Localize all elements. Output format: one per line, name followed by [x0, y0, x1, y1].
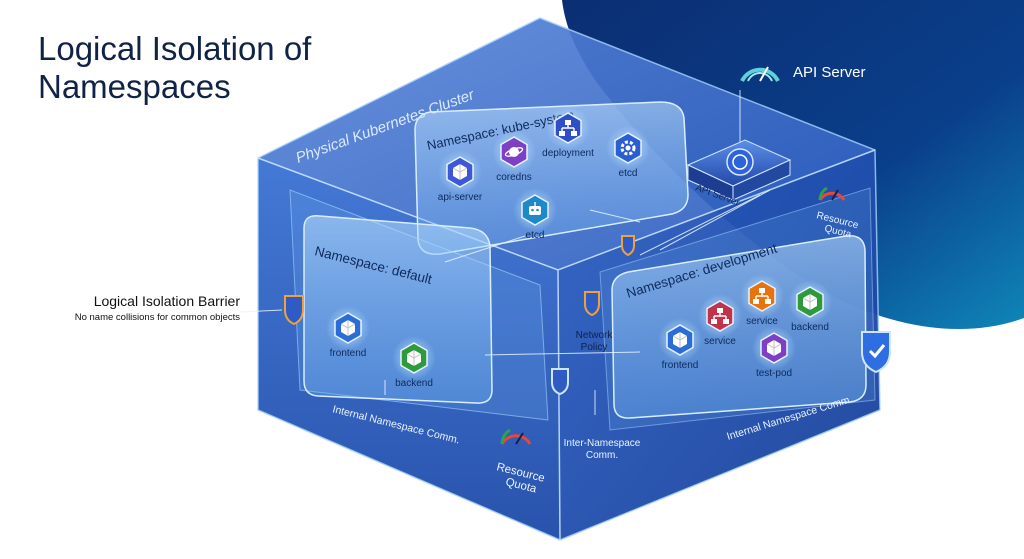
default-node[interactable]: backend [392, 336, 436, 389]
title-line-1: Logical Isolation of [38, 30, 312, 67]
inter-namespace-label-1: Inter-Namespace [564, 438, 641, 449]
development-node[interactable]: service [698, 294, 742, 347]
box-icon [766, 340, 782, 356]
kube-system-node[interactable]: deployment [542, 106, 594, 159]
network-policy-label-1: Network [576, 330, 614, 341]
kube-system-node[interactable]: etcd [606, 126, 650, 179]
box-icon [672, 332, 688, 348]
page-title: Logical Isolation of Namespaces [38, 30, 378, 106]
gear-icon [620, 140, 636, 156]
kube-system-node[interactable]: api-server [438, 150, 483, 203]
shield-icon [621, 235, 635, 257]
hierarchy-icon [711, 308, 729, 324]
planet-icon [504, 147, 524, 157]
kube-system-node[interactable]: etcd [513, 188, 557, 241]
node-label: test-pod [756, 368, 792, 379]
namespace-default: Namespace: default [289, 189, 549, 421]
node-label: frontend [662, 360, 699, 371]
robot-icon [529, 202, 541, 215]
shield-icon [551, 368, 569, 396]
gauge-icon [740, 66, 780, 82]
node-label: etcd [619, 168, 638, 179]
kubernetes-wheel-icon [732, 154, 748, 170]
node-label: service [746, 316, 778, 327]
kube-system-node[interactable]: coredns [492, 130, 536, 183]
development-node[interactable]: test-pod [752, 326, 796, 379]
box-icon [802, 294, 818, 310]
shield-check-icon [861, 331, 891, 374]
shield-icon [584, 291, 600, 317]
node-label: deployment [542, 148, 594, 159]
node-label: backend [791, 322, 829, 333]
resource-quota-gauge-icon [818, 186, 846, 201]
node-label: service [704, 336, 736, 347]
development-node[interactable]: backend [788, 280, 832, 333]
node-label: coredns [496, 172, 532, 183]
node-label: frontend [330, 348, 367, 359]
api-server-label: API Server [793, 64, 866, 81]
title-line-2: Namespaces [38, 68, 231, 105]
box-icon [406, 350, 422, 366]
network-policy-label-2: Policy [581, 342, 608, 353]
hierarchy-icon [559, 120, 577, 136]
api-server-box[interactable]: API Server [686, 139, 792, 209]
box-icon [340, 320, 356, 336]
inter-namespace-label-2: Comm. [586, 450, 618, 461]
barrier-subtitle: No name collisions for common objects [74, 312, 240, 323]
resource-quota-gauge-icon [500, 428, 532, 445]
barrier-title: Logical Isolation Barrier [93, 293, 240, 309]
box-icon [452, 164, 468, 180]
development-node[interactable]: service [740, 274, 784, 327]
node-label: api-server [438, 192, 483, 203]
shield-icon [284, 295, 304, 326]
hierarchy-icon [753, 288, 771, 304]
node-label: backend [395, 378, 433, 389]
communication-lines [239, 90, 771, 415]
development-node[interactable]: frontend [658, 318, 702, 371]
default-node[interactable]: frontend [326, 306, 370, 359]
node-label: etcd [526, 230, 545, 241]
